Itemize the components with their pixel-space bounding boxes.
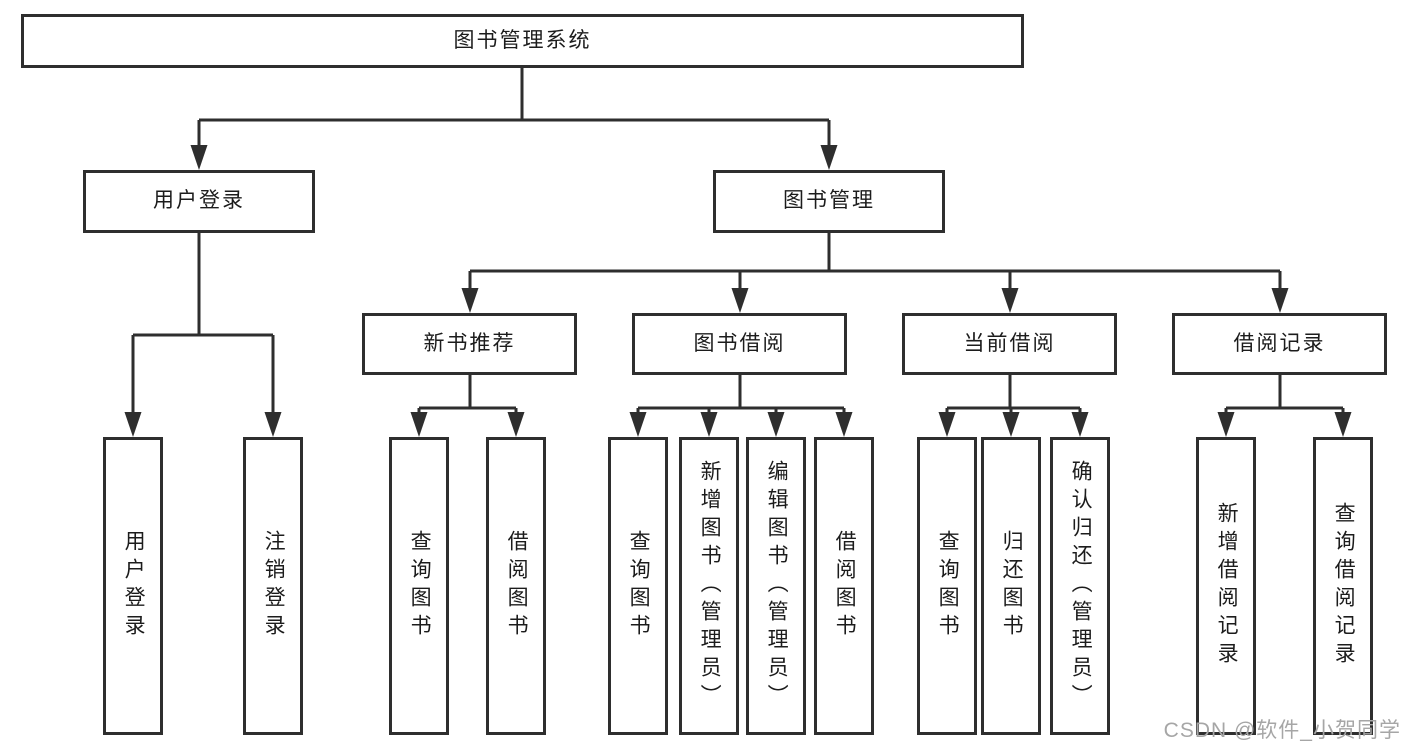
leaf-user-login: 用户登录 bbox=[103, 437, 163, 735]
leaf-recommend-borrow-books: 借阅图书 bbox=[486, 437, 546, 735]
arrow-down-icon bbox=[124, 412, 142, 437]
leaf-borrow-borrow-books: 借阅图书 bbox=[814, 437, 874, 735]
arrow-down-icon bbox=[700, 412, 718, 437]
node-borrow-records: 借阅记录 bbox=[1172, 313, 1387, 375]
arrow-down-icon bbox=[1001, 288, 1019, 313]
connector-book-borrow bbox=[636, 375, 846, 415]
arrow-down-icon bbox=[461, 288, 479, 313]
connector-user-login bbox=[131, 233, 275, 415]
leaf-borrow-query-books: 查询图书 bbox=[608, 437, 668, 735]
node-current-borrow: 当前借阅 bbox=[902, 313, 1117, 375]
leaf-records-query-record: 查询借阅记录 bbox=[1313, 437, 1373, 735]
arrow-down-icon bbox=[835, 412, 853, 437]
arrow-down-icon bbox=[820, 145, 838, 170]
leaf-current-query-books: 查询图书 bbox=[917, 437, 977, 735]
leaf-borrow-edit-books-admin: 编辑图书（管理员） bbox=[746, 437, 806, 735]
leaf-current-confirm-return-admin: 确认归还（管理员） bbox=[1050, 437, 1110, 735]
connector-book-management bbox=[468, 233, 1282, 291]
arrow-down-icon bbox=[507, 412, 525, 437]
arrow-down-icon bbox=[1002, 412, 1020, 437]
leaf-logout: 注销登录 bbox=[243, 437, 303, 735]
arrow-down-icon bbox=[938, 412, 956, 437]
leaf-borrow-add-books-admin: 新增图书（管理员） bbox=[679, 437, 739, 735]
arrow-down-icon bbox=[629, 412, 647, 437]
arrow-down-icon bbox=[190, 145, 208, 170]
connector-root bbox=[197, 68, 831, 148]
node-book-borrow: 图书借阅 bbox=[632, 313, 847, 375]
arrow-down-icon bbox=[264, 412, 282, 437]
arrowheads bbox=[124, 145, 1352, 437]
connector-current-borrow bbox=[945, 375, 1082, 415]
arrow-down-icon bbox=[410, 412, 428, 437]
arrow-down-icon bbox=[1217, 412, 1235, 437]
arrow-down-icon bbox=[1271, 288, 1289, 313]
arrow-down-icon bbox=[1334, 412, 1352, 437]
arrow-down-icon bbox=[731, 288, 749, 313]
node-book-management: 图书管理 bbox=[713, 170, 945, 233]
node-user-login: 用户登录 bbox=[83, 170, 315, 233]
leaf-recommend-query-books: 查询图书 bbox=[389, 437, 449, 735]
arrow-down-icon bbox=[767, 412, 785, 437]
node-root: 图书管理系统 bbox=[21, 14, 1024, 68]
csdn-watermark: CSDN @软件_小贺同学 bbox=[1163, 719, 1401, 742]
leaf-records-add-record: 新增借阅记录 bbox=[1196, 437, 1256, 735]
connector-new-book-recommend bbox=[417, 375, 518, 415]
connector-borrow-records bbox=[1224, 375, 1345, 415]
leaf-current-return-books: 归还图书 bbox=[981, 437, 1041, 735]
node-new-book-recommend: 新书推荐 bbox=[362, 313, 577, 375]
arrow-down-icon bbox=[1071, 412, 1089, 437]
